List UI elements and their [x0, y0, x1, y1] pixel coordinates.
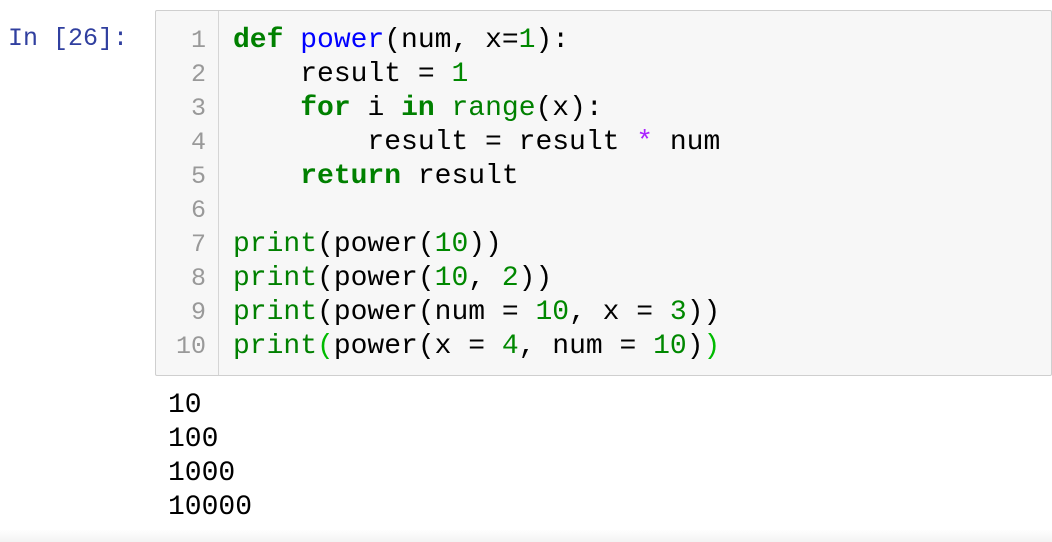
line-number: 9 — [190, 298, 206, 327]
line-number: 3 — [190, 94, 206, 123]
code-line[interactable]: def power(num, x=1): — [233, 25, 570, 56]
output-line: 1000 — [168, 458, 236, 489]
input-prompt: In [26]: — [7, 24, 128, 53]
code-line[interactable]: print(power(num = 10, x = 3)) — [233, 297, 721, 328]
line-number: 1 — [190, 26, 206, 55]
line-number: 10 — [175, 332, 206, 361]
line-number: 6 — [190, 196, 206, 225]
line-number: 2 — [190, 60, 206, 89]
output-line: 10 — [168, 390, 202, 421]
code-line[interactable]: print(power(x = 4, num = 10)) — [233, 331, 721, 362]
code-line[interactable]: result = 1 — [233, 59, 469, 90]
code-line[interactable]: for i in range(x): — [300, 93, 603, 124]
gutter: 1 2 3 4 5 6 7 8 9 10 — [156, 11, 219, 375]
line-number: 5 — [190, 162, 206, 191]
code-line[interactable]: return result — [300, 161, 519, 192]
code-line[interactable]: result = result * num — [233, 127, 721, 158]
output-line: 100 — [168, 424, 219, 455]
code-area[interactable]: def power(num, x=1): result = 1 for i in… — [219, 11, 1051, 375]
line-number: 7 — [190, 230, 206, 259]
code-line[interactable]: print(power(10)) — [233, 229, 502, 260]
next-cell-divider — [0, 530, 1052, 542]
code-line[interactable]: print(power(10, 2)) — [233, 263, 553, 294]
code-line[interactable] — [233, 194, 1051, 228]
notebook-cell: In [26]: 1 2 3 4 5 6 7 8 9 10 def power(num, x=1)… — [7, 10, 1052, 376]
output-line: 10000 — [168, 492, 253, 523]
line-number: 8 — [190, 264, 206, 293]
line-number: 4 — [190, 128, 206, 157]
code-editor[interactable]: 1 2 3 4 5 6 7 8 9 10 def power(num, x=1): result … — [155, 10, 1052, 376]
